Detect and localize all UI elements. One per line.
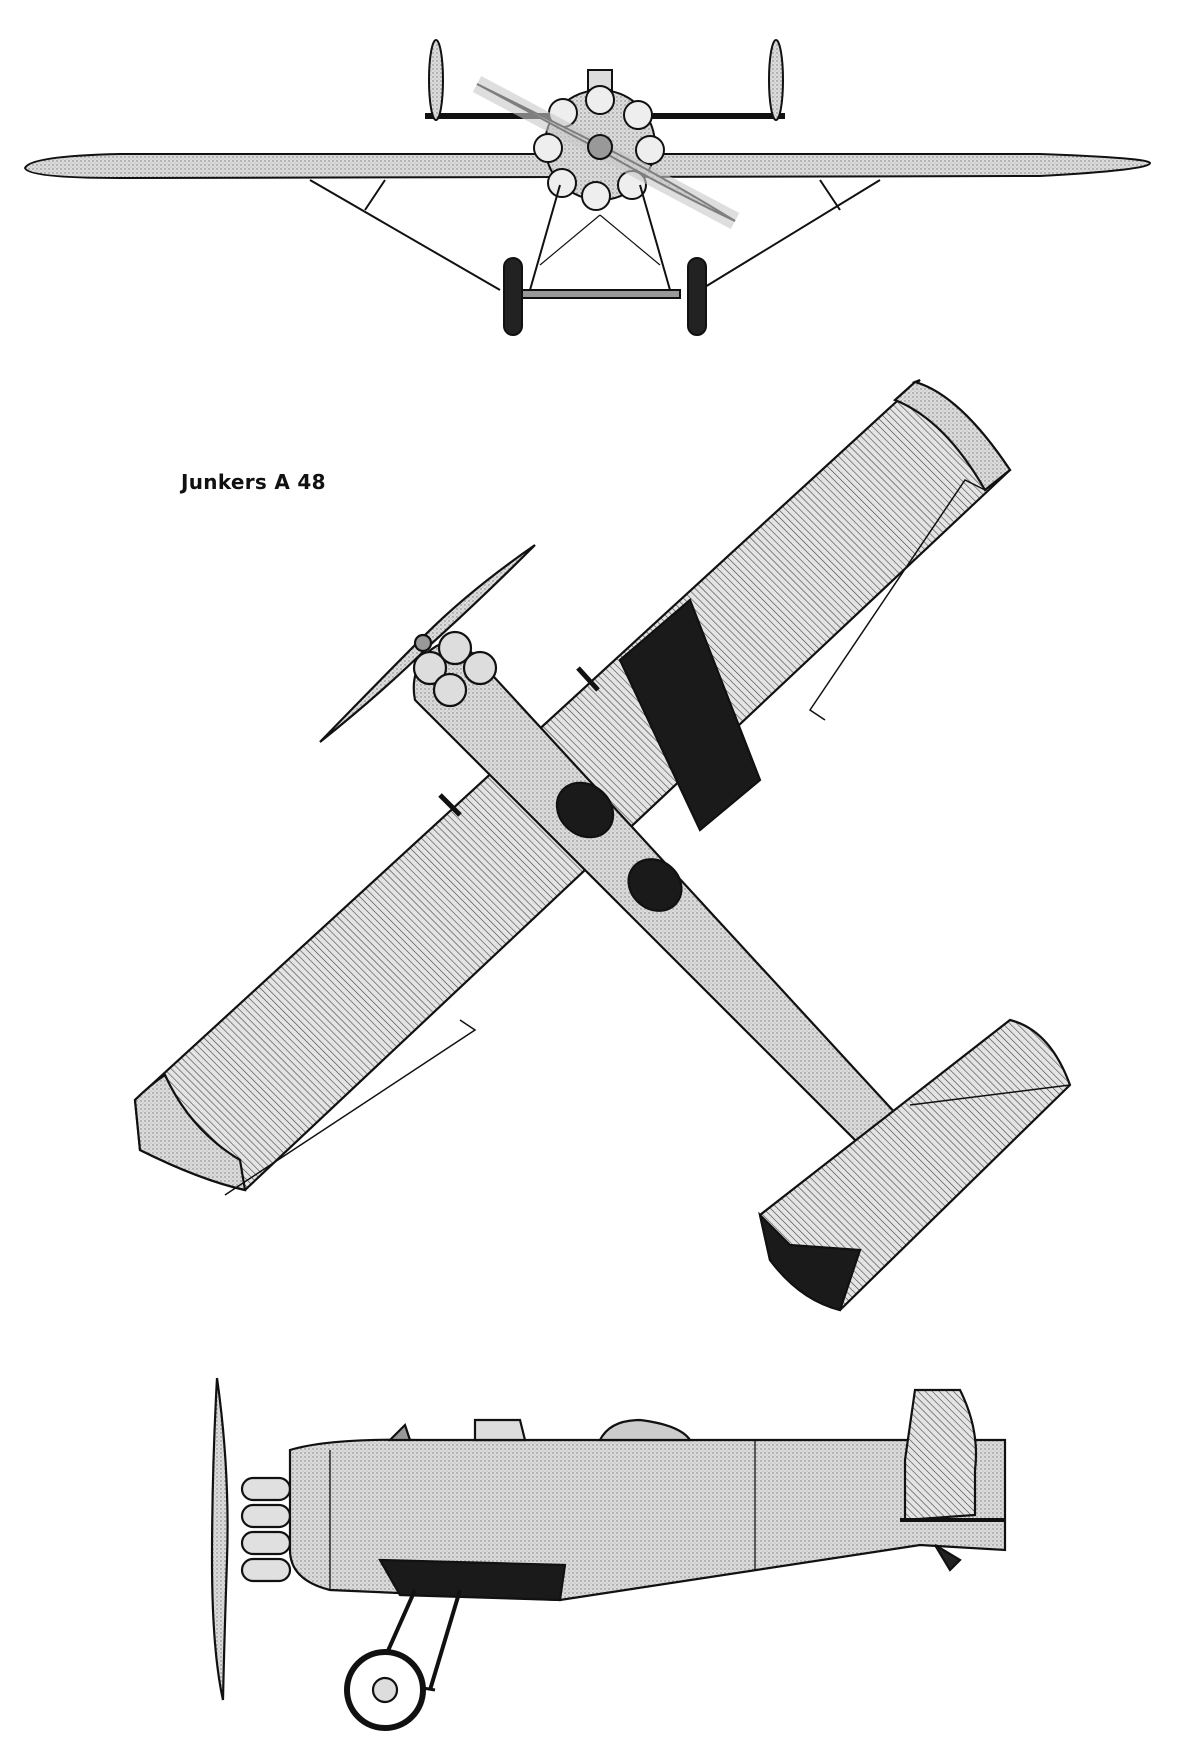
front-gear-leg-right xyxy=(639,184,671,291)
top-aileron-left xyxy=(224,1019,477,1196)
top-cockpit-front xyxy=(555,781,615,839)
side-engine-cylinders xyxy=(240,1476,292,1583)
front-gear-brace-b xyxy=(599,214,661,266)
front-strut-right-brace xyxy=(819,179,841,211)
top-view xyxy=(133,378,1072,1312)
front-gear-brace-a xyxy=(539,214,601,266)
front-fin-left xyxy=(428,39,444,121)
side-headrest-front xyxy=(473,1418,527,1442)
front-cylinders xyxy=(533,85,665,211)
side-windscreen-rear xyxy=(598,1418,693,1442)
front-strut-right xyxy=(699,179,881,291)
side-fuselage xyxy=(288,1438,1007,1602)
top-spinner xyxy=(413,633,433,653)
top-strut-stub-a xyxy=(576,666,600,692)
side-propeller xyxy=(210,1377,229,1701)
top-elevator-dark xyxy=(758,1211,862,1312)
front-gear-leg-left xyxy=(529,184,561,291)
side-wing-root xyxy=(378,1558,567,1602)
front-spinner xyxy=(587,134,613,160)
side-windscreen-front xyxy=(387,1422,412,1442)
top-cockpit-rear xyxy=(627,858,683,912)
front-wheel-left xyxy=(503,257,523,336)
front-wheel-right xyxy=(687,257,707,336)
top-engine xyxy=(412,630,498,708)
side-tailskid xyxy=(934,1544,962,1572)
top-aileron-right xyxy=(808,479,986,721)
front-axle xyxy=(519,289,681,299)
front-strut-left xyxy=(309,179,501,291)
top-wing-root-panel xyxy=(618,598,762,832)
front-strut-left-brace xyxy=(364,179,386,211)
top-wing-tip-left xyxy=(133,1073,247,1192)
top-elevator-hinge xyxy=(909,1084,1071,1106)
top-strut-stub-b xyxy=(438,793,462,817)
side-gear-strut xyxy=(428,1589,462,1691)
side-wheel-hub xyxy=(371,1676,399,1704)
front-fin-right xyxy=(768,39,784,121)
front-view xyxy=(23,39,1152,336)
side-tail-fin xyxy=(903,1388,978,1522)
aircraft-title: Junkers A 48 xyxy=(181,470,326,494)
side-view xyxy=(210,1377,1007,1731)
